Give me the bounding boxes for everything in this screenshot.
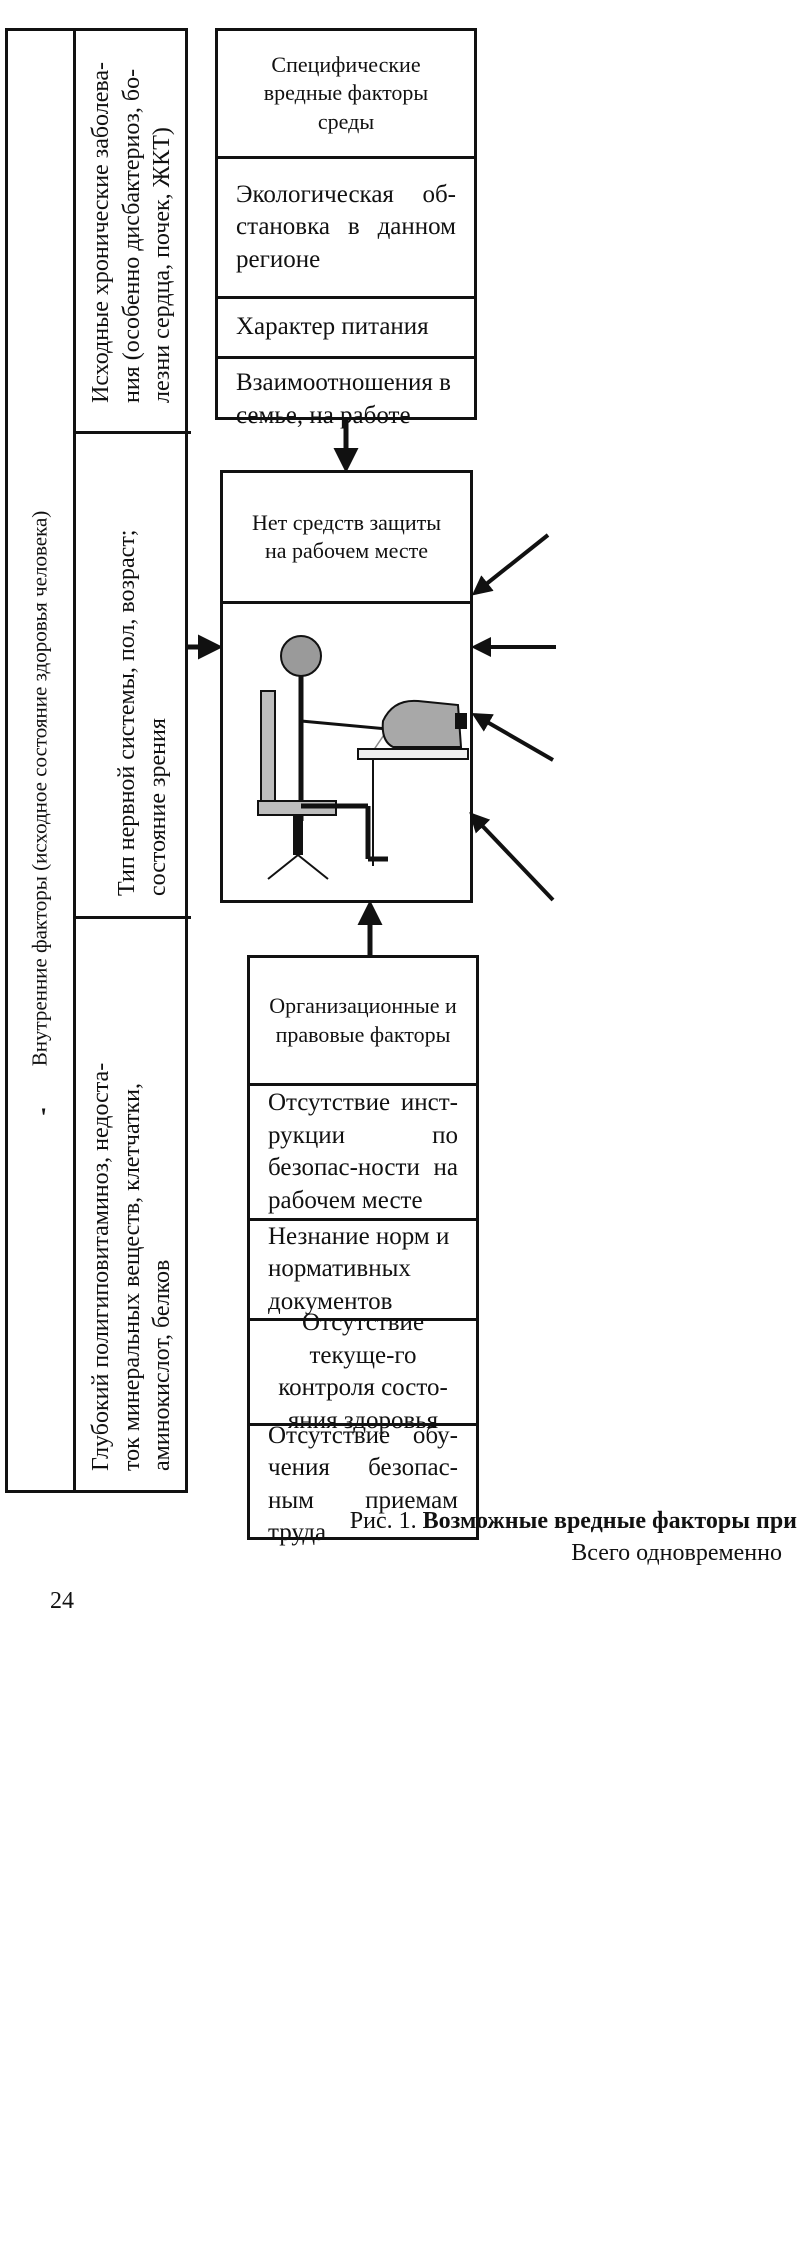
workplace-box: Нет средств защиты на рабочем месте bbox=[220, 470, 473, 903]
no-health-control-item: Отсутствие текуще-го контроля состо-яния… bbox=[250, 1309, 476, 1434]
page-number: 24 bbox=[50, 1588, 74, 1614]
column-divider bbox=[73, 31, 76, 1490]
ignorance-of-norms-item: Незнание норм и нормативных документов bbox=[250, 1218, 476, 1318]
workplace-divider bbox=[223, 601, 470, 604]
workplace-header: Нет средств защиты на рабочем месте bbox=[251, 509, 442, 563]
arrow-right-3 bbox=[471, 713, 554, 762]
nutrition-item: Характер питания bbox=[218, 296, 474, 356]
no-safety-training-item: Отсутствие обу-чения безопас-ным приемам… bbox=[250, 1422, 476, 1546]
arrow-right-1 bbox=[471, 533, 550, 596]
caption-second-line: Всего одновременно bbox=[571, 1540, 782, 1566]
specific-factors-header: Специфические вредные факторы среды bbox=[263, 52, 429, 134]
figure-caption: Рис. 1. Возможные вредные факторы при bbox=[0, 1508, 797, 1535]
stray-mark: ' bbox=[40, 1103, 48, 1132]
internal-factors-table: Внутренние факторы (исходное состояние з… bbox=[5, 28, 191, 1493]
caption-prefix: Рис. 1. bbox=[349, 1508, 423, 1534]
row-divider-1 bbox=[73, 431, 191, 434]
arrow-right-4 bbox=[469, 812, 555, 902]
worker-at-computer-illustration bbox=[257, 635, 469, 880]
no-instruction-item: Отсутствие инст-рукции по безопас-ности … bbox=[250, 1083, 476, 1218]
ecology-item: Экологическая об-становка в данном регио… bbox=[218, 156, 474, 296]
organizational-factors-box: Организационные и правовые факторы Отсут… bbox=[247, 955, 479, 1546]
caption-title: Возможные вредные факторы при bbox=[422, 1508, 797, 1534]
organizational-factors-header: Организационные и правовые факторы bbox=[269, 993, 457, 1047]
row-divider-2 bbox=[73, 916, 191, 919]
